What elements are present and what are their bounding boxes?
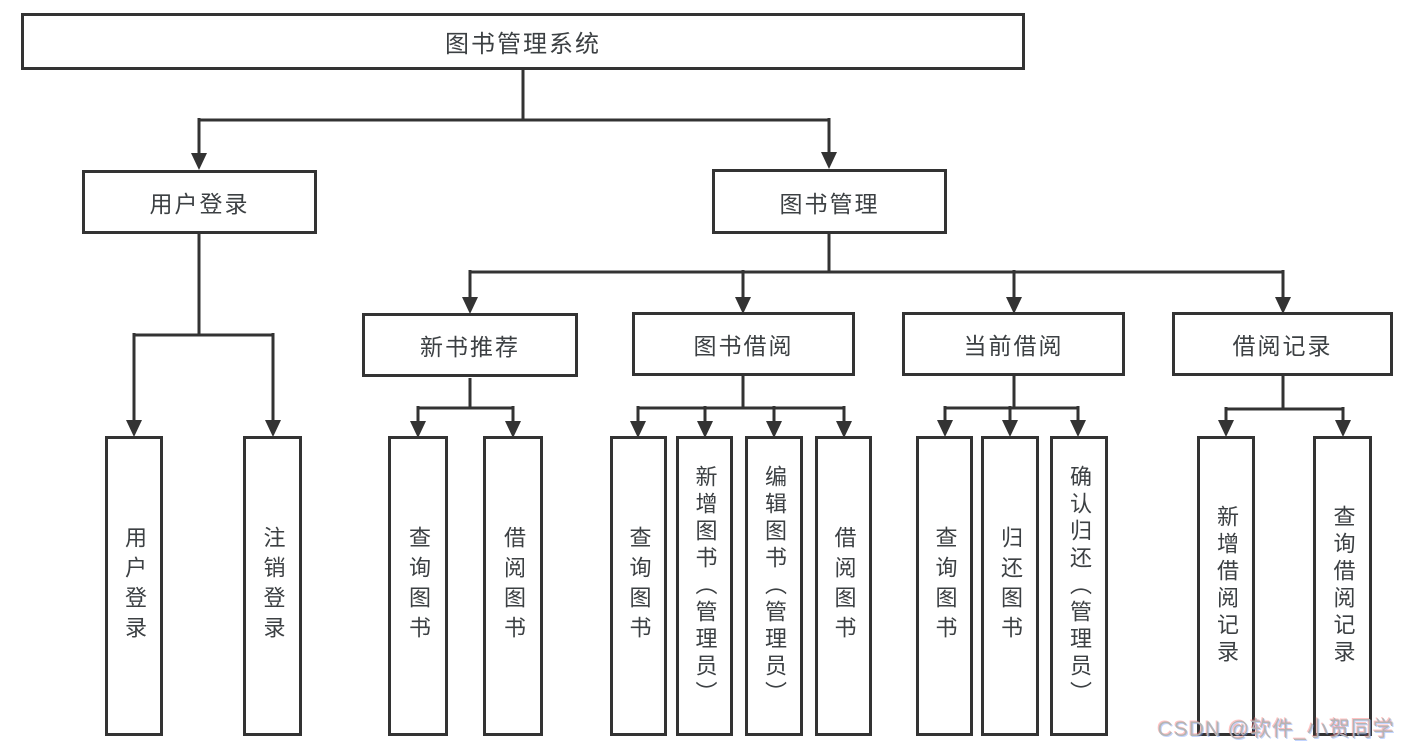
leaf-user-login: 用户登录 — [105, 436, 163, 736]
leaf-add-borrow-record: 新增借阅记录 — [1197, 436, 1255, 736]
node-borrowing-records: 借阅记录 — [1172, 312, 1393, 376]
leaf-query-books-borrow: 查询图书 — [610, 436, 667, 736]
leaf-logout: 注销登录 — [243, 436, 302, 736]
leaf-edit-book-admin: 编辑图书（管理员） — [745, 436, 803, 736]
leaf-add-book-admin: 新增图书（管理员） — [676, 436, 733, 736]
node-new-book-recommendation: 新书推荐 — [362, 313, 578, 377]
node-book-borrowing: 图书借阅 — [632, 312, 855, 376]
node-library-management-system: 图书管理系统 — [21, 13, 1025, 70]
node-user-login: 用户登录 — [82, 170, 317, 234]
leaf-query-borrow-record: 查询借阅记录 — [1313, 436, 1372, 736]
leaf-query-books-current: 查询图书 — [916, 436, 973, 736]
leaf-return-books: 归还图书 — [981, 436, 1039, 736]
node-book-management: 图书管理 — [712, 169, 947, 234]
leaf-borrow-books: 借阅图书 — [815, 436, 872, 736]
leaf-borrow-books-recommend: 借阅图书 — [483, 436, 543, 736]
leaf-query-books-recommend: 查询图书 — [388, 436, 448, 736]
leaf-confirm-return-admin: 确认归还（管理员） — [1050, 436, 1108, 736]
connector-strokes — [132, 70, 1345, 421]
node-current-borrowing: 当前借阅 — [902, 312, 1125, 376]
